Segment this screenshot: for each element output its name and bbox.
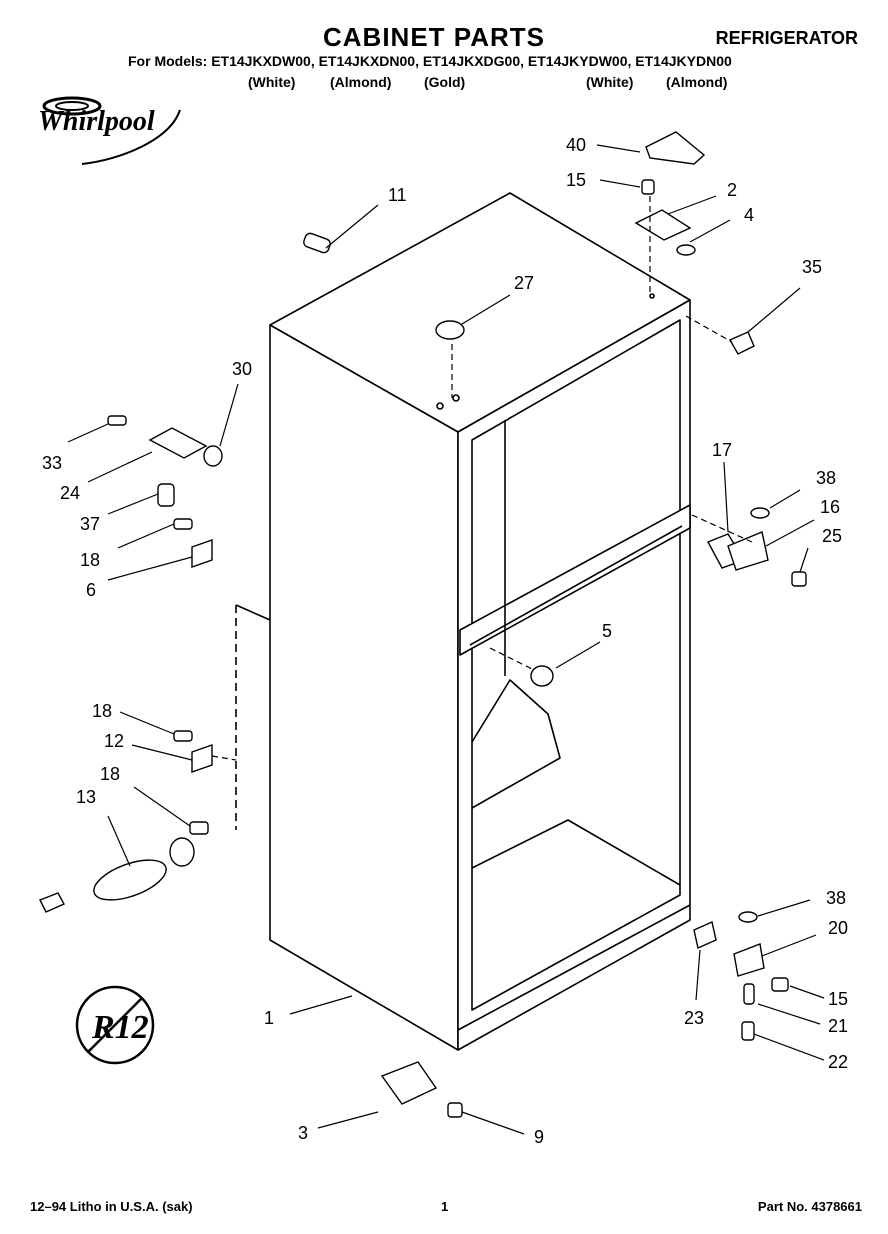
- category-label: REFRIGERATOR: [715, 28, 858, 48]
- callout-label: 4: [744, 205, 754, 225]
- screw-part: [447, 1102, 463, 1118]
- footer-page-number: 1: [441, 1199, 449, 1214]
- screw-part: [173, 730, 193, 742]
- variant-label: (Almond): [330, 74, 392, 90]
- washer-part: [738, 911, 758, 923]
- callout-label: 17: [712, 440, 732, 460]
- models-line: For Models: ET14JKXDW00, ET14JKXDN00, ET…: [128, 53, 732, 69]
- callout-label: 13: [76, 787, 96, 807]
- variant-label: (White): [586, 74, 634, 90]
- shim-part: [693, 921, 717, 949]
- callout-label: 33: [42, 453, 62, 473]
- screw-part: [189, 821, 209, 835]
- washer-part: [676, 244, 696, 256]
- screw-part: [741, 1021, 755, 1041]
- cabinet-side: [269, 324, 459, 1051]
- roller-part: [380, 1061, 438, 1105]
- callout-label: 18: [100, 764, 120, 784]
- leader-lines: [67, 144, 825, 1135]
- callout-label: 40: [566, 135, 586, 155]
- footer-print-info: 12–94 Litho in U.S.A. (sak): [30, 1199, 193, 1214]
- variant-label: (Gold): [424, 74, 466, 90]
- callout-label: 23: [684, 1008, 704, 1028]
- variant-label: (White): [248, 74, 296, 90]
- screw-part: [107, 415, 127, 426]
- screw-part: [641, 179, 655, 195]
- callout-label: 11: [388, 185, 407, 205]
- variant-label: (Almond): [666, 74, 728, 90]
- callout-label: 12: [104, 731, 124, 751]
- no-r12-icon: [75, 985, 155, 1065]
- hinge-cap-part: [729, 331, 755, 355]
- cabinet-opening: [471, 319, 681, 1011]
- swirl-logo-icon: [42, 96, 181, 165]
- page-title: CABINET PARTS: [323, 22, 545, 52]
- cabinet-front-frame: [457, 299, 691, 1051]
- clip-part: [191, 539, 213, 568]
- footer-part-number: Part No. 4378661: [757, 1199, 862, 1214]
- callout-label: 20: [828, 918, 848, 938]
- center-hinge-part: [727, 531, 769, 571]
- callout-label: 18: [92, 701, 112, 721]
- callout-label: 21: [828, 1016, 848, 1036]
- washer-part: [750, 507, 770, 519]
- r12-symbol-text: R12: [91, 1009, 149, 1046]
- plug-part: [303, 232, 331, 254]
- handle-bracket-part: [148, 427, 208, 459]
- power-cord-part: [93, 859, 167, 901]
- callout-label: 24: [60, 483, 80, 503]
- callout-label: 9: [534, 1127, 544, 1147]
- hinge-pin-part: [743, 983, 755, 1005]
- callout-label: 15: [566, 170, 586, 190]
- callout-label: 30: [232, 359, 252, 379]
- top-hinge-part: [634, 209, 692, 241]
- callout-label: 27: [514, 273, 534, 293]
- callout-label: 1: [264, 1008, 274, 1028]
- callout-label: 15: [828, 989, 848, 1009]
- plug-button-part: [530, 665, 554, 687]
- callout-label: 38: [826, 888, 846, 908]
- bottom-hinge-part: [733, 943, 765, 977]
- screw-part: [771, 977, 789, 992]
- spacer-part: [157, 483, 175, 507]
- hinge-cover-part: [645, 131, 706, 165]
- screw-part: [173, 518, 193, 530]
- washer-part: [203, 445, 223, 467]
- callout-label: 3: [298, 1123, 308, 1143]
- plug-button-part: [435, 320, 465, 340]
- callout-label: 22: [828, 1052, 848, 1072]
- callout-label: 38: [816, 468, 836, 488]
- callout-label: 5: [602, 621, 612, 641]
- callout-label: 25: [822, 526, 842, 546]
- callout-label: 6: [86, 580, 96, 600]
- callout-label: 18: [80, 550, 100, 570]
- callout-label: 35: [802, 257, 822, 277]
- clip-part: [191, 744, 213, 773]
- brand-logo: Whirlpool: [38, 106, 155, 137]
- callout-label: 16: [820, 497, 840, 517]
- callout-label: 2: [727, 180, 737, 200]
- callout-label: 37: [80, 514, 100, 534]
- screw-part: [791, 571, 807, 587]
